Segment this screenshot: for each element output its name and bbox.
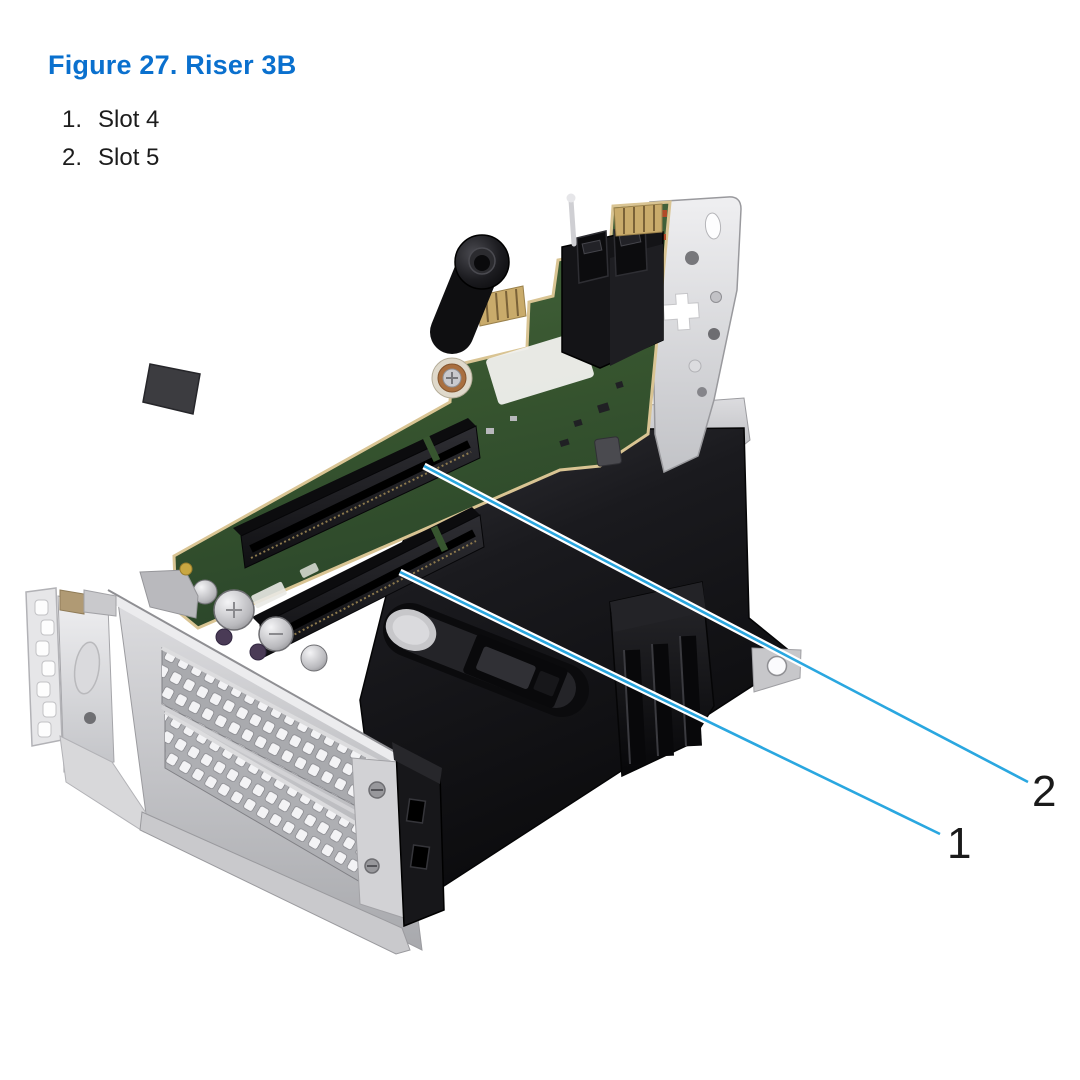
riser-card (139, 193, 742, 672)
guide-pin (568, 197, 577, 247)
callout-list-item-2: 2. Slot 5 (62, 139, 159, 177)
figure-number-2: 2 (1032, 767, 1056, 816)
fiducial (179, 562, 193, 576)
tip-clamp (139, 569, 199, 619)
guide-tab (142, 363, 201, 415)
shroud-ribbed-flap (609, 581, 715, 778)
release-tab (594, 436, 622, 467)
callout-list: 1. Slot 4 2. Slot 5 (62, 101, 159, 177)
callout-label-slot5: Slot 5 (98, 144, 160, 171)
cage-bottom-flange (139, 811, 411, 955)
cage-right-end (351, 742, 445, 928)
callout-list-item-1: 1. Slot 4 (62, 101, 159, 139)
callout-line-1 (399, 570, 941, 836)
cage-left-bracket (25, 587, 149, 833)
capacitors (192, 579, 328, 672)
filler-panel-lower (163, 710, 376, 891)
thumbscrew-knob (430, 234, 510, 354)
callout-marker-2: 2. (62, 144, 83, 171)
callout-annotations: 2 1 (398, 462, 1056, 868)
rail-end-block (59, 589, 85, 615)
shroud-latch (463, 634, 568, 708)
riser-bracket (649, 196, 742, 474)
shroud-corner-tab (751, 647, 802, 693)
callout-line-2 (423, 464, 1029, 784)
figure-title: Figure 27. Riser 3B (48, 50, 297, 80)
pcie-slot-4 (252, 507, 485, 658)
callout-label-slot4: Slot 4 (98, 106, 160, 133)
figure-number-1: 1 (947, 819, 971, 868)
mcio-connector (561, 193, 664, 369)
riser-cage (25, 587, 445, 955)
callout-marker-1: 1. (62, 106, 83, 133)
bracket-cutout (662, 292, 700, 331)
filler-panel-upper (161, 646, 391, 825)
bracket-vent-slots (34, 599, 57, 738)
retention-screw-lower (431, 357, 473, 399)
